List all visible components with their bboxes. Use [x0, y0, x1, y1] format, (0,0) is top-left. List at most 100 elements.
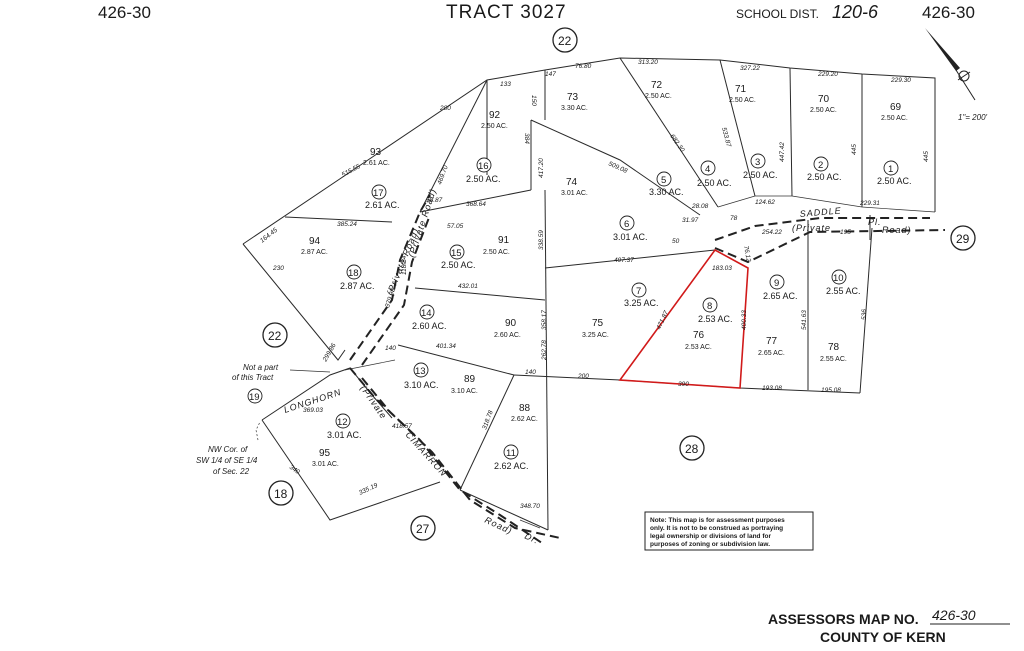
svg-text:Not a part: Not a part — [243, 363, 279, 372]
svg-text:2.53 AC.: 2.53 AC. — [685, 344, 712, 351]
svg-text:76.80: 76.80 — [575, 63, 592, 70]
svg-text:541.63: 541.63 — [801, 310, 808, 330]
svg-text:3.10 AC.: 3.10 AC. — [404, 380, 439, 390]
svg-text:2.61 AC.: 2.61 AC. — [365, 200, 400, 210]
svg-text:72: 72 — [651, 80, 663, 91]
svg-text:of this Tract: of this Tract — [232, 373, 274, 382]
svg-text:5: 5 — [661, 175, 666, 186]
svg-text:2.50 AC.: 2.50 AC. — [697, 178, 732, 188]
svg-text:369.03: 369.03 — [303, 407, 323, 414]
svg-text:426-30: 426-30 — [932, 607, 976, 623]
svg-text:2.50 AC.: 2.50 AC. — [483, 249, 510, 256]
svg-text:390: 390 — [678, 381, 689, 388]
svg-text:29: 29 — [956, 232, 970, 246]
svg-text:28.08: 28.08 — [691, 203, 709, 210]
svg-text:SW 1/4 of SE 1/4: SW 1/4 of SE 1/4 — [196, 456, 258, 465]
svg-text:124.62: 124.62 — [755, 199, 775, 206]
svg-text:682.30: 682.30 — [668, 133, 685, 154]
svg-text:50: 50 — [672, 238, 680, 245]
svg-text:57.05: 57.05 — [447, 223, 464, 230]
svg-text:6: 6 — [624, 219, 629, 230]
svg-text:140: 140 — [525, 369, 536, 376]
svg-text:3: 3 — [755, 157, 760, 168]
svg-text:2.61 AC.: 2.61 AC. — [363, 160, 390, 167]
svg-text:92: 92 — [489, 110, 501, 121]
roads — [349, 194, 946, 546]
svg-text:74: 74 — [566, 177, 578, 188]
svg-text:75: 75 — [592, 318, 604, 329]
svg-text:purposes of zoning or subdivis: purposes of zoning or subdivision law. — [650, 541, 770, 548]
svg-text:401.34: 401.34 — [436, 343, 456, 350]
svg-text:2.53 AC.: 2.53 AC. — [698, 314, 733, 324]
svg-text:417.20: 417.20 — [538, 158, 545, 178]
svg-text:15: 15 — [451, 248, 462, 259]
svg-text:90: 90 — [505, 318, 517, 329]
svg-text:313.20: 313.20 — [638, 59, 658, 66]
svg-text:418.57: 418.57 — [392, 423, 412, 430]
svg-text:140: 140 — [385, 345, 396, 352]
svg-text:3.01 AC.: 3.01 AC. — [613, 232, 648, 242]
svg-text:2.65 AC.: 2.65 AC. — [758, 350, 785, 357]
svg-text:262.78: 262.78 — [541, 340, 548, 361]
svg-text:13: 13 — [415, 366, 426, 377]
svg-text:195: 195 — [840, 229, 851, 236]
svg-text:2.50 AC.: 2.50 AC. — [645, 93, 672, 100]
scale-label: 1"= 200' — [958, 113, 988, 122]
svg-text:2.55 AC.: 2.55 AC. — [826, 286, 861, 296]
svg-text:78: 78 — [828, 342, 840, 353]
svg-text:195.08: 195.08 — [821, 387, 841, 394]
svg-text:76: 76 — [693, 330, 705, 341]
svg-text:1: 1 — [888, 164, 893, 175]
svg-text:445: 445 — [851, 144, 858, 155]
svg-text:230: 230 — [272, 265, 284, 272]
svg-text:77: 77 — [766, 336, 778, 347]
school-dist-label: SCHOOL DIST. — [736, 7, 819, 21]
svg-text:515.55: 515.55 — [341, 163, 362, 179]
svg-text:3.01 AC.: 3.01 AC. — [561, 190, 588, 197]
svg-text:18: 18 — [274, 487, 288, 501]
svg-text:164.45: 164.45 — [259, 227, 279, 245]
svg-text:76.12: 76.12 — [742, 245, 752, 263]
svg-text:150: 150 — [530, 95, 537, 106]
svg-text:95: 95 — [319, 448, 331, 459]
svg-text:471.87: 471.87 — [655, 310, 670, 331]
svg-text:327.22: 327.22 — [740, 65, 760, 72]
svg-text:69: 69 — [890, 102, 902, 113]
svg-text:358.17: 358.17 — [541, 310, 548, 330]
svg-text:2.87 AC.: 2.87 AC. — [301, 249, 328, 256]
svg-text:8: 8 — [707, 301, 712, 312]
svg-text:22: 22 — [558, 34, 572, 48]
lot-labels: 16 2.50 AC. 5 3.30 AC. 4 2.50 AC. 3 2.50… — [247, 153, 912, 471]
parcel-labels: 92 2.50 AC. 73 3.30 AC. 72 2.50 AC. 71 2… — [301, 80, 908, 468]
svg-text:445: 445 — [923, 151, 930, 162]
svg-text:299.86: 299.86 — [321, 342, 338, 364]
map-code-right: 426-30 — [922, 3, 975, 22]
svg-text:78: 78 — [730, 215, 738, 222]
svg-text:73: 73 — [567, 92, 579, 103]
svg-text:3.25 AC.: 3.25 AC. — [582, 332, 609, 339]
svg-text:2.50 AC.: 2.50 AC. — [729, 97, 756, 104]
svg-text:12: 12 — [337, 417, 348, 428]
svg-text:19: 19 — [249, 392, 260, 403]
svg-text:2.60 AC.: 2.60 AC. — [494, 332, 521, 339]
map-code-left: 426-30 — [98, 3, 151, 22]
svg-text:2.62 AC.: 2.62 AC. — [494, 461, 529, 471]
map-footer: ASSESSORS MAP NO. 426-30 COUNTY OF KERN — [768, 607, 1010, 645]
highlighted-parcel-76 — [618, 248, 749, 389]
svg-text:254.22: 254.22 — [761, 229, 782, 236]
svg-text:229.31: 229.31 — [859, 200, 880, 207]
svg-text:88: 88 — [519, 403, 531, 414]
svg-text:27: 27 — [416, 522, 430, 536]
svg-text:3.30 AC.: 3.30 AC. — [561, 105, 588, 112]
section-markers: 22 29 22 28 18 27 — [262, 27, 976, 541]
svg-text:497.37: 497.37 — [614, 257, 634, 264]
tract-title: TRACT 3027 — [446, 2, 567, 23]
svg-text:2.50 AC.: 2.50 AC. — [466, 174, 501, 184]
svg-text:NW Cor. of: NW Cor. of — [208, 445, 248, 454]
svg-text:2.50 AC.: 2.50 AC. — [810, 107, 837, 114]
svg-text:348.70: 348.70 — [520, 503, 540, 510]
svg-text:2.50 AC.: 2.50 AC. — [481, 123, 508, 130]
svg-text:4: 4 — [705, 164, 710, 175]
note-box: Note: This map is for assessment purpose… — [644, 511, 814, 551]
svg-text:2.55 AC.: 2.55 AC. — [820, 356, 847, 363]
